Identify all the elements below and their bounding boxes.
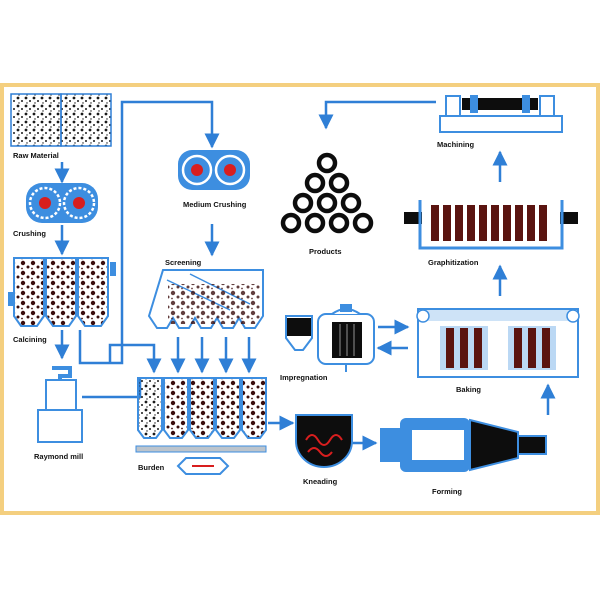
raymond-mill-node: Raymond mill: [34, 366, 83, 461]
graphitization-node: Graphitization: [404, 200, 578, 267]
graphitization-label: Graphitization: [428, 258, 479, 267]
forming-label: Forming: [432, 487, 462, 496]
baking-node: Baking: [416, 308, 580, 394]
screening-label: Screening: [165, 258, 202, 267]
crushing-node: Crushing: [13, 183, 98, 238]
kneading-node: Kneading: [295, 414, 353, 486]
crushing-label: Crushing: [13, 229, 46, 238]
calcining-label: Calcining: [13, 335, 47, 344]
impregnation-node: Impregnation: [280, 304, 375, 382]
medium-crushing-label: Medium Crushing: [183, 200, 247, 209]
burden-label: Burden: [138, 463, 165, 472]
machining-label: Machining: [437, 140, 475, 149]
products-node: Products: [279, 151, 375, 256]
raw-material-node: Raw Material: [10, 93, 112, 160]
medium-crushing-node: Medium Crushing: [178, 150, 250, 209]
raw-material-label: Raw Material: [13, 151, 59, 160]
calcining-node: Calcining: [8, 257, 116, 344]
machining-node: Machining: [437, 95, 563, 149]
raymond-mill-label: Raymond mill: [34, 452, 83, 461]
products-label: Products: [309, 247, 342, 256]
impregnation-label: Impregnation: [280, 373, 328, 382]
baking-label: Baking: [456, 385, 481, 394]
screening-node: Screening: [147, 258, 264, 329]
burden-node: Burden: [135, 377, 267, 475]
forming-node: Forming: [380, 418, 547, 496]
kneading-label: Kneading: [303, 477, 338, 486]
